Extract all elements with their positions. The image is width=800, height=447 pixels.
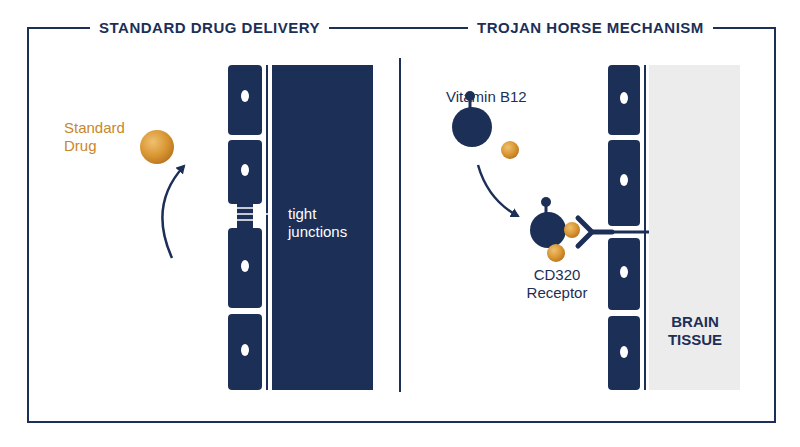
endothelial-wall-left [228, 65, 262, 390]
receptor-label: CD320 Receptor [522, 266, 592, 302]
brain-tissue-region: BRAIN TISSUE [649, 65, 740, 390]
frame [28, 28, 775, 422]
region-label: tight junctions [288, 205, 368, 241]
binding-arrow [478, 165, 518, 216]
vessel-lumen-region: tight junctions [272, 65, 373, 390]
panel-heading: TROJAN HORSE MECHANISM [468, 19, 713, 37]
drug-label: Standard Drug [64, 119, 134, 155]
cell-nuclei [241, 90, 249, 356]
rebound-arrow [162, 166, 184, 258]
membrane-line [266, 65, 268, 390]
panel-heading: STANDARD DRUG DELIVERY [90, 19, 329, 37]
vitamin-label: Vitamin B12 [446, 88, 527, 106]
membrane-line [644, 65, 646, 390]
cd320-receptor-symbol [578, 218, 612, 246]
tight-junction-strands [232, 208, 258, 220]
drug-molecule [140, 130, 174, 164]
b12-drug-complex [530, 197, 580, 262]
region-label: BRAIN TISSUE [653, 313, 737, 349]
divider [399, 58, 401, 392]
cell-nuclei [620, 92, 628, 358]
endothelial-wall-right [608, 65, 640, 390]
